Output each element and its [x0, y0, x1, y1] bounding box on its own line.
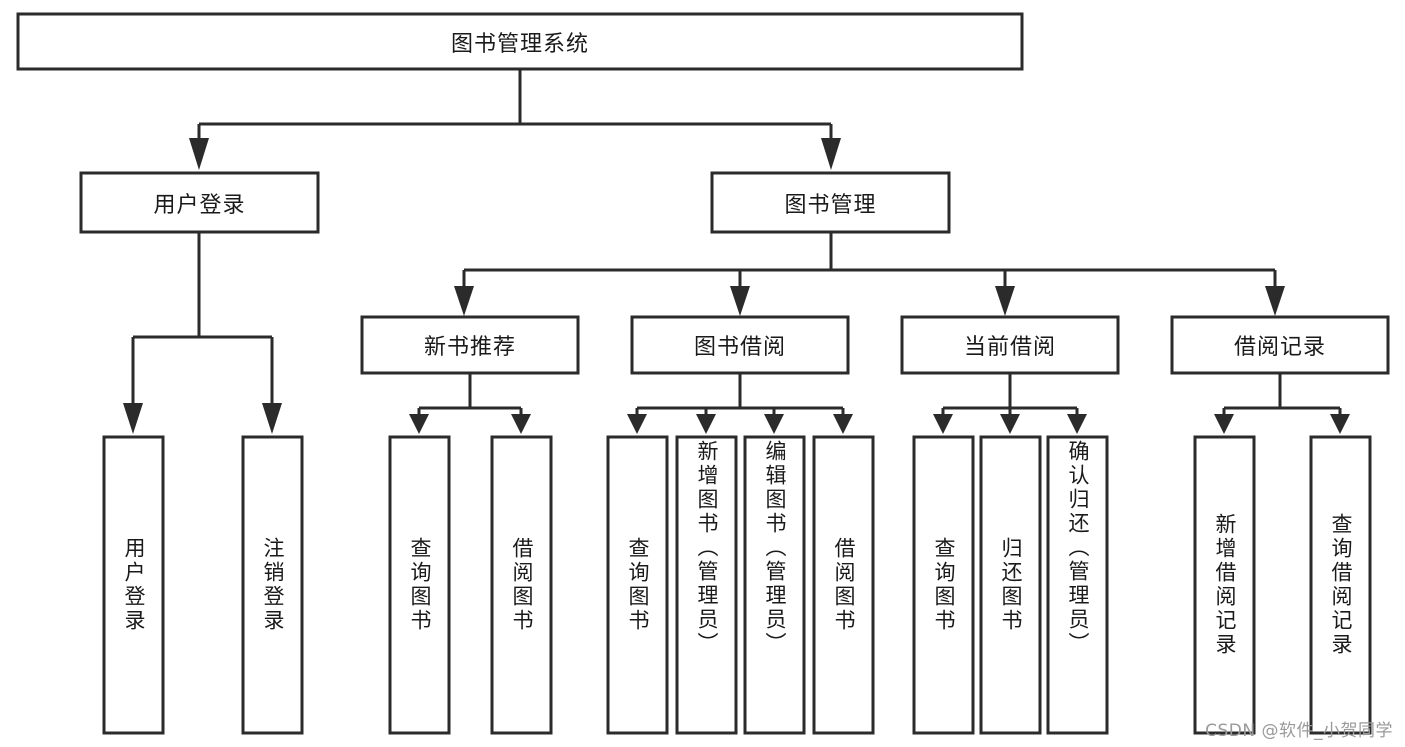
leaf-box-bb-add-book[interactable]: [675, 435, 738, 735]
leaf-box-bb-edit-book[interactable]: [743, 435, 806, 735]
node-box-book-manage[interactable]: [710, 171, 951, 234]
arrow-head-new-book: [454, 286, 474, 316]
leaf-box-bb-query-book[interactable]: [606, 435, 669, 735]
arrow-head-nb-leaf-1: [409, 414, 429, 434]
connector-user-login-to-leaves: [123, 232, 282, 434]
node-box-new-book-recommend[interactable]: [360, 315, 580, 375]
arrow-head-book-manage: [821, 138, 841, 170]
node-box-book-borrow[interactable]: [630, 315, 850, 375]
arrow-head-borrow-record: [1265, 286, 1285, 316]
csdn-watermark: CSDN @软件_小贺同学: [1205, 721, 1393, 741]
arrow-head-bb-leaf-3: [764, 414, 784, 434]
leaf-box-user-login[interactable]: [102, 435, 165, 735]
leaf-box-br-query-record[interactable]: [1309, 435, 1372, 735]
node-box-user-login[interactable]: [79, 171, 320, 234]
arrow-head-br-leaf-1: [1214, 414, 1234, 434]
connector-new-book-to-leaves: [409, 373, 531, 434]
arrow-head-leaf-user-login: [123, 403, 143, 434]
leaf-box-cb-confirm-return[interactable]: [1046, 435, 1109, 735]
leaf-box-cb-return-book[interactable]: [979, 435, 1042, 735]
leaf-box-br-add-record[interactable]: [1193, 435, 1256, 735]
leaf-box-bb-borrow-book[interactable]: [812, 435, 875, 735]
arrow-head-cb-leaf-2: [1000, 414, 1020, 434]
arrow-head-bb-leaf-1: [627, 414, 647, 434]
arrow-head-book-borrow: [730, 286, 750, 316]
connector-borrow-record-to-leaves: [1214, 373, 1350, 434]
leaf-box-cb-query-book[interactable]: [912, 435, 975, 735]
arrow-head-bb-leaf-2: [696, 414, 716, 434]
node-box-root[interactable]: [16, 12, 1024, 71]
arrow-head-bb-leaf-4: [833, 414, 853, 434]
arrow-head-br-leaf-2: [1330, 414, 1350, 434]
arrow-head-nb-leaf-2: [511, 414, 531, 434]
leaf-box-logout[interactable]: [241, 435, 304, 735]
node-box-borrow-record[interactable]: [1170, 315, 1390, 375]
leaf-box-nb-query-book[interactable]: [388, 435, 451, 735]
connector-book-borrow-to-leaves: [627, 373, 853, 434]
connector-book-manage-to-level3: [454, 232, 1285, 316]
arrow-head-cb-leaf-3: [1067, 414, 1087, 434]
connector-current-borrow-to-leaves: [933, 373, 1087, 434]
arrow-head-cb-leaf-1: [933, 414, 953, 434]
connector-root-to-level2: [189, 68, 841, 170]
leaf-box-nb-borrow-book[interactable]: [490, 435, 553, 735]
arrow-head-user-login: [189, 138, 209, 170]
arrow-head-current-borrow: [995, 286, 1015, 316]
node-box-current-borrow[interactable]: [900, 315, 1120, 375]
arrow-head-leaf-logout: [262, 403, 282, 434]
